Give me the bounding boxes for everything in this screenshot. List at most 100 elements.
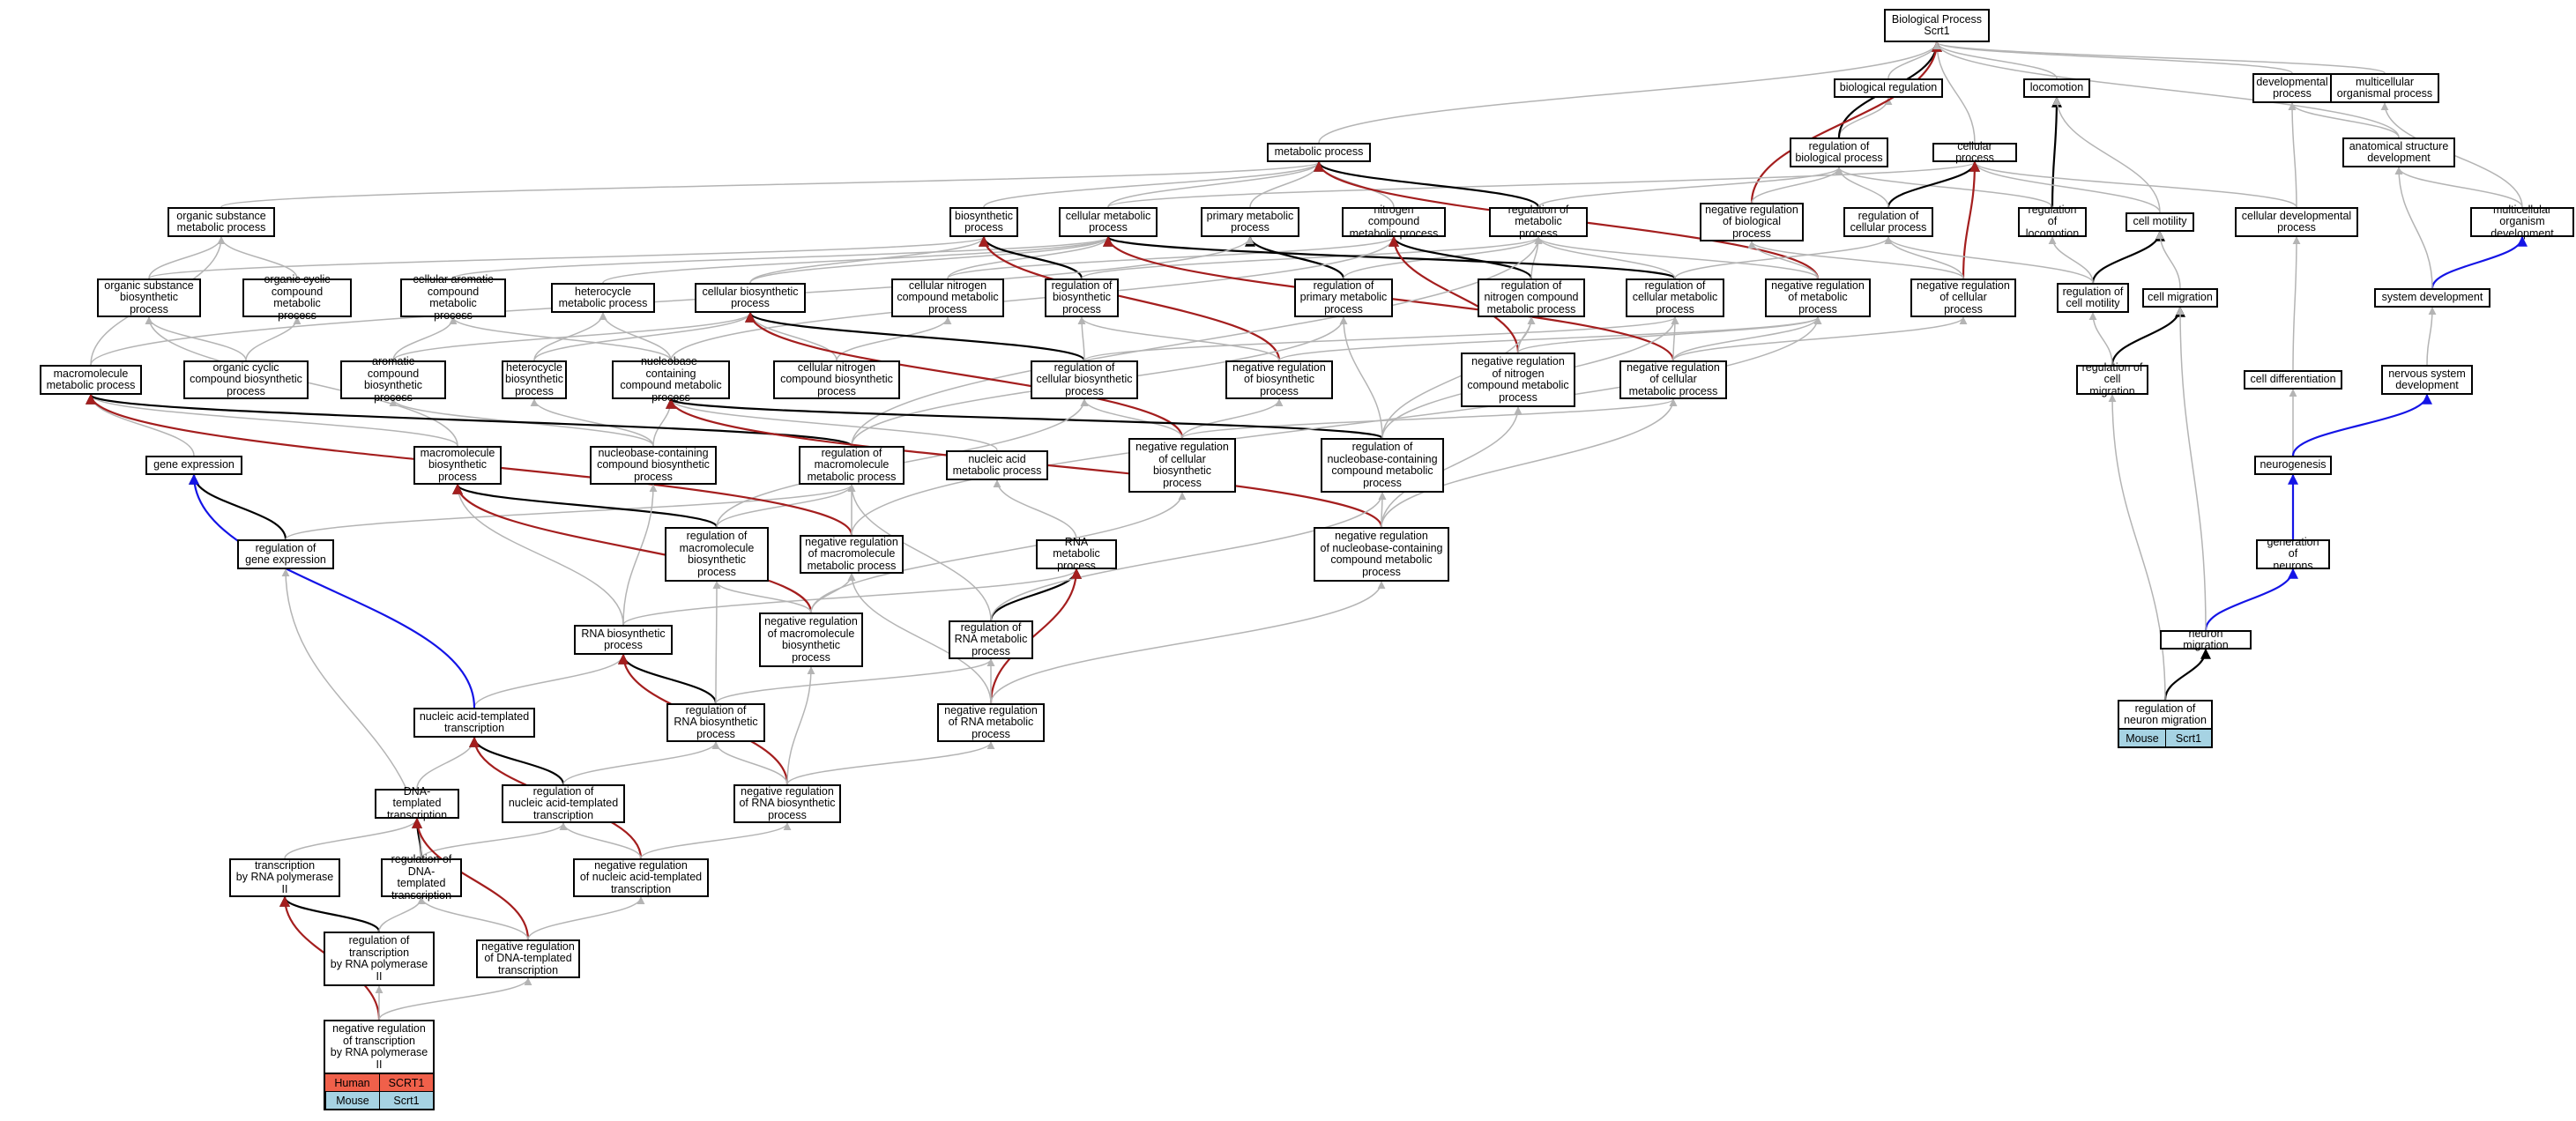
go-term-node-regmp[interactable]: regulation of metabolic process [1489, 204, 1588, 240]
go-term-node-regmmp[interactable]: regulation of macromolecule metabolic pr… [799, 446, 905, 485]
go-term-node-metp[interactable]: metabolic process [1267, 143, 1371, 162]
go-term-node-genneur[interactable]: generation of neurons [2256, 536, 2330, 572]
go-term-node-breg[interactable]: biological regulation [1834, 78, 1943, 98]
go-term-node-regpmp[interactable]: regulation of primary metabolic process [1294, 278, 1393, 317]
go-term-node-devp[interactable]: developmental process [2252, 73, 2332, 103]
go-term-node-regdtt[interactable]: regulation of DNA-templated transcriptio… [381, 853, 462, 901]
go-term-node-regncmp[interactable]: regulation of nitrogen compound metaboli… [1478, 278, 1585, 317]
go-term-node-negregtrp2[interactable]: negative regulation of transcription by … [324, 1020, 435, 1074]
go-term-node-asd[interactable]: anatomical structure development [2342, 137, 2455, 167]
edge-regnbcmp-to-regpmp [1339, 316, 1383, 439]
go-term-node-nbcbp[interactable]: nucleobase-containing compound biosynthe… [590, 446, 717, 485]
go-term-node-rnabp[interactable]: RNA biosynthetic process [574, 625, 673, 655]
go-term-node-cmp[interactable]: cellular metabolic process [1059, 207, 1158, 237]
go-term-node-hmp[interactable]: heterocycle metabolic process [551, 283, 655, 313]
go-term-node-regloco[interactable]: regulation of locomotion [2018, 204, 2087, 240]
edge-osbp-to-biosyn [148, 236, 988, 279]
go-term-node-negregbp[interactable]: negative regulation of biological proces… [1700, 203, 1804, 241]
go-term-node-sysdev[interactable]: system development [2374, 288, 2490, 308]
go-term-node-gexp[interactable]: gene expression [145, 456, 242, 475]
edge-negregcbp-to-negregbiosyn [1181, 398, 1284, 439]
go-term-node-occmp[interactable]: organic cyclic compound metabolic proces… [242, 273, 352, 321]
go-term-node-negregrnabp[interactable]: negative regulation of RNA biosynthetic … [733, 784, 841, 823]
edge-regrnabp-to-rnabp [618, 653, 718, 704]
edge-acbp-to-cacmp [392, 316, 458, 361]
go-term-node-cncbp[interactable]: cellular nitrogen compound biosynthetic … [773, 360, 900, 399]
go-term-node-regnmig[interactable]: regulation of neuron migration [2118, 700, 2213, 730]
go-term-node-neurog[interactable]: neurogenesis [2254, 456, 2332, 475]
go-term-node-negregnatt[interactable]: negative regulation of nucleic acid-temp… [573, 858, 709, 897]
go-term-node-regcbp[interactable]: regulation of cellular biosynthetic proc… [1031, 360, 1138, 399]
edge-regcmp-to-regcp [1674, 236, 1893, 279]
go-term-node-regrnabp[interactable]: regulation of RNA biosynthetic process [666, 703, 765, 742]
go-term-node-regbiosyn[interactable]: regulation of biosynthetic process [1045, 278, 1119, 317]
go-term-node-negregncmp[interactable]: negative regulation of nitrogen compound… [1461, 353, 1575, 407]
go-term-node-regcmot[interactable]: regulation of cell motility [2057, 283, 2129, 313]
go-term-node-natt[interactable]: nucleic acid-templated transcription [413, 708, 535, 738]
go-term-node-mmp[interactable]: macromolecule metabolic process [40, 365, 142, 395]
go-term-node-reggexp[interactable]: regulation of gene expression [237, 539, 334, 569]
go-term-node-trp2[interactable]: transcription by RNA polymerase II [229, 858, 340, 897]
go-term-node-pmp[interactable]: primary metabolic process [1201, 207, 1299, 237]
edge-regrnamp-to-regnbcmp [990, 492, 1387, 621]
go-term-node-negregmp[interactable]: negative regulation of metabolic process [1765, 278, 1871, 317]
go-term-node-regmbp[interactable]: regulation of macromolecule biosynthetic… [665, 527, 769, 582]
go-term-node-ncmp[interactable]: nitrogen compound metabolic process [1342, 204, 1446, 240]
go-term-node-cbp[interactable]: cellular biosynthetic process [695, 283, 806, 313]
go-term-node-nmig[interactable]: neuron migration [2160, 627, 2252, 651]
go-term-node-regrnamp[interactable]: regulation of RNA metabolic process [949, 620, 1033, 659]
go-term-node-biosyn[interactable]: biosynthetic process [949, 207, 1018, 237]
edge-negregmbp-to-regmbp [712, 581, 812, 613]
go-term-node-dtt[interactable]: DNA-templated transcription [375, 785, 459, 821]
go-term-node-namp[interactable]: nucleic acid metabolic process [946, 450, 1048, 480]
go-term-node-negregrnamp[interactable]: negative regulation of RNA metabolic pro… [937, 703, 1045, 742]
go-term-node-acbp[interactable]: aromatic compound biosynthetic process [340, 355, 446, 403]
edge-negregmp-to-regmp [1534, 236, 1819, 279]
edge-regcmot-to-cmot [2091, 230, 2165, 284]
edge-rnabp-to-mbp [453, 484, 624, 626]
go-term-node-occbp[interactable]: organic cyclic compound biosynthetic pro… [183, 360, 309, 399]
go-term-node-osbp[interactable]: organic substance biosynthetic process [97, 278, 201, 317]
go-term-node-rnamp[interactable]: RNA metabolic process [1036, 536, 1117, 572]
edge-mmp-to-pmp [90, 236, 1254, 366]
go-term-node-negregbiosyn[interactable]: negative regulation of biosynthetic proc… [1225, 360, 1333, 399]
go-term-node-regbp[interactable]: regulation of biological process [1790, 137, 1888, 167]
go-term-node-nsd[interactable]: nervous system development [2381, 365, 2473, 395]
go-term-node-cdp[interactable]: cellular developmental process [2235, 207, 2358, 237]
edge-negregcbp-to-cbp [745, 311, 1184, 439]
go-term-node-regnbcmp[interactable]: regulation of nucleobase-containing comp… [1321, 438, 1444, 493]
go-term-node-osmp[interactable]: organic substance metabolic process [168, 207, 275, 237]
go-term-node-negregnbcmp[interactable]: negative regulation of nucleobase-contai… [1314, 527, 1449, 582]
go-term-node-cmot[interactable]: cell motility [2126, 212, 2194, 232]
go-term-node-cdiff[interactable]: cell differentiation [2244, 370, 2342, 390]
edge-negregdtt-to-regdtt [417, 896, 529, 940]
go-term-node-regtrp2[interactable]: regulation of transcription by RNA polym… [324, 932, 435, 986]
go-term-node-bp[interactable]: Biological Process Scrt1 [1884, 9, 1990, 42]
edge-reggexp-to-gexp [189, 473, 287, 540]
go-term-node-nbcmp[interactable]: nucleobase-containing compound metabolic… [612, 355, 730, 403]
go-term-node-hbp[interactable]: heterocycle biosynthetic process [502, 360, 567, 399]
edge-cmot-to-loco [2052, 97, 2161, 213]
edge-nbcmp-to-hmp [599, 312, 672, 361]
go-term-node-cacmp[interactable]: cellular aromatic compound metabolic pro… [400, 273, 506, 321]
go-term-node-negregmmp[interactable]: negative regulation of macromolecule met… [800, 535, 904, 574]
legend-species-cell: Mouse [2119, 729, 2165, 746]
go-term-node-cncmp[interactable]: cellular nitrogen compound metabolic pro… [891, 278, 1004, 317]
go-term-node-mod[interactable]: multicellular organism development [2470, 204, 2574, 240]
edge-reggexp-to-regmmp [285, 484, 856, 540]
go-term-node-regnatt[interactable]: regulation of nucleic acid-templated tra… [502, 784, 625, 823]
go-term-node-negregdtt[interactable]: negative regulation of DNA-templated tra… [476, 939, 580, 978]
go-term-node-mcop[interactable]: multicellular organismal process [2330, 73, 2439, 103]
go-term-node-regcmig[interactable]: regulation of cell migration [2076, 361, 2148, 397]
go-term-node-mbp[interactable]: macromolecule biosynthetic process [413, 446, 502, 485]
go-term-node-regcp[interactable]: regulation of cellular process [1843, 207, 1933, 237]
go-term-node-cmig[interactable]: cell migration [2142, 288, 2218, 308]
edge-regbiosyn-to-regmp [1081, 236, 1543, 279]
go-term-node-negregcp[interactable]: negative regulation of cellular process [1910, 278, 2016, 317]
go-term-node-negregcmp[interactable]: negative regulation of cellular metaboli… [1619, 360, 1727, 399]
go-term-node-regcmp[interactable]: regulation of cellular metabolic process [1626, 278, 1724, 317]
go-term-node-loco[interactable]: locomotion [2023, 78, 2090, 98]
go-term-node-negregcbp[interactable]: negative regulation of cellular biosynth… [1128, 438, 1236, 493]
go-term-node-cellp[interactable]: cellular process [1932, 140, 2017, 164]
go-term-node-negregmbp[interactable]: negative regulation of macromolecule bio… [759, 612, 863, 667]
